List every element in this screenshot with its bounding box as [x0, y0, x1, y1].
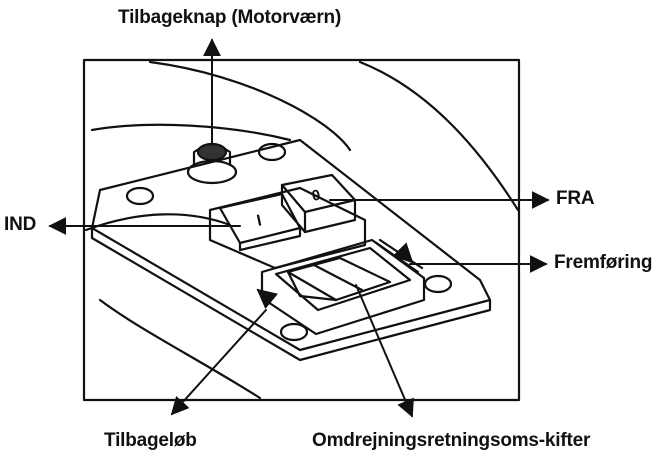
label-reverse-run: Tilbageløb: [104, 430, 197, 451]
label-off: FRA: [556, 188, 595, 209]
direction-rocker: [286, 256, 392, 302]
reset-button-cap: [196, 142, 228, 162]
on-rocker-side: [238, 226, 302, 252]
label-direction-switch: Omdrejningsretningsoms-kifter: [312, 430, 591, 451]
onoff-switch-body: [208, 186, 367, 270]
reverse-indicator-icon: [256, 288, 279, 310]
on-symbol: I: [255, 212, 263, 230]
off-rocker-face: [280, 183, 307, 234]
label-forward: Fremføring: [554, 253, 653, 272]
off-symbol: 0: [310, 187, 322, 205]
screw-top-left: [125, 186, 155, 206]
label-reverse-button: Tilbageknap (Motorværn): [118, 7, 342, 28]
off-rocker-side: [303, 198, 357, 234]
housing-curve-right: [358, 60, 520, 212]
housing-curve-inner: [90, 123, 292, 142]
screw-top-right: [257, 142, 287, 162]
reset-button-base: [186, 159, 238, 185]
mounting-plate-edge: [90, 226, 492, 362]
housing-curve-top: [148, 60, 352, 152]
housing-frame: [82, 58, 521, 402]
housing-curve-left: [84, 213, 232, 232]
direction-switch-inner: [274, 246, 412, 312]
housing-curve-bottom: [98, 298, 262, 400]
screw-bottom-right: [423, 274, 453, 294]
arrow-direction-switch: [355, 284, 414, 418]
screw-bottom-left: [279, 322, 309, 342]
direction-rocker-front: [286, 270, 338, 302]
forward-indicator-icon: [392, 242, 414, 264]
label-on: IND: [4, 214, 37, 235]
arrow-reverse-run: [170, 309, 267, 416]
direction-rocker-ridge: [312, 263, 364, 292]
